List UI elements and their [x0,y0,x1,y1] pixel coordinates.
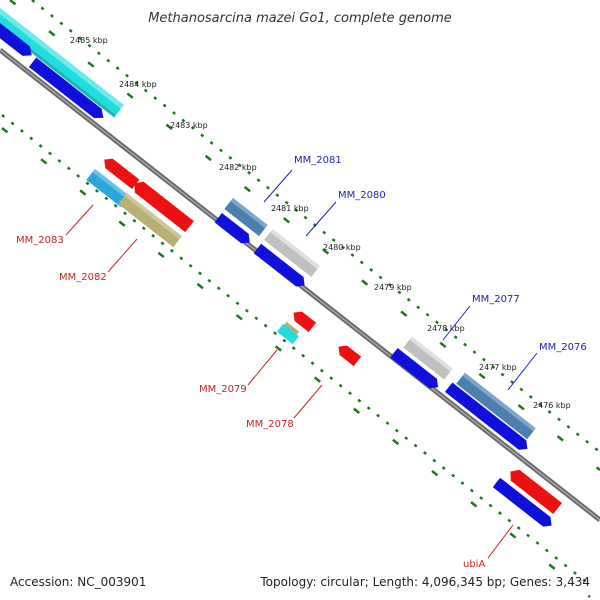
accession-text: Accession: NC_003901 [10,575,146,589]
label-mm-2080[interactable]: MM_2080 [338,190,386,201]
kbp-label: 2476 kbp [533,401,571,410]
kbp-label: 2481 kbp [271,204,309,213]
kbp-label: 2484 kbp [119,80,157,89]
gene-arrow-blue[interactable] [390,348,441,392]
gene-mm-2082[interactable] [118,192,182,248]
label-ubia[interactable]: ubiA [463,559,485,570]
kbp-label: 2483 kbp [170,121,208,130]
gene-arrow-blue[interactable] [444,382,531,453]
label-mm-2081[interactable]: MM_2081 [294,155,342,166]
gene-ubia[interactable] [506,466,562,515]
leader-mm-2078 [293,384,323,419]
gene-arrow-red[interactable] [101,155,140,190]
kbp-label: 2485 kbp [70,36,108,45]
label-mm-2077[interactable]: MM_2077 [472,294,520,305]
gene-mm-2078[interactable] [335,342,362,367]
gene-mm-2079[interactable] [277,323,299,345]
gene-mm-2080[interactable] [264,228,320,278]
gene-mm-2083[interactable] [86,168,130,208]
kbp-label: 2480 kbp [323,243,361,252]
gene-arrow-blue[interactable] [492,477,556,531]
label-mm-2079[interactable]: MM_2079 [199,384,247,395]
gene-arrow-blue[interactable] [214,212,254,247]
leader-ubia [487,524,514,559]
leader-mm-2079 [247,349,278,386]
gene-arrow-red[interactable] [130,178,194,233]
gene-mm-2076[interactable] [456,372,536,440]
gene-olive-small[interactable] [282,321,300,337]
tick-row-inner [1,114,591,586]
kbp-scale: 2485 kbp 2484 kbp 2483 kbp 2482 kbp 2481… [70,36,571,410]
gene-mm-2081[interactable] [224,197,268,237]
gene-mm-2077[interactable] [403,336,453,380]
map-title: Methanosarcina mazei Go1, complete genom… [148,11,452,26]
tick-row-outer [31,0,600,453]
label-mm-2076[interactable]: MM_2076 [539,342,587,353]
gene-labels: MM_2081 MM_2080 MM_2077 MM_2076 MM_2083 … [16,155,587,570]
tick-row-outer-major [9,0,600,471]
gene-arrow-blue[interactable] [253,243,309,290]
leader-mm-2082 [107,238,138,273]
tick-dots [1,0,600,586]
gene-arrow-red[interactable] [290,308,317,333]
label-mm-2078[interactable]: MM_2078 [246,419,294,430]
leader-mm-2077 [442,305,471,341]
gene-arrow-blue[interactable] [0,19,35,60]
leader-mm-2083 [65,204,94,236]
forward-strand-genes [0,6,536,453]
label-mm-2082[interactable]: MM_2082 [59,272,107,283]
leader-mm-2081 [263,169,293,203]
leader-lines [65,169,538,559]
leader-mm-2080 [305,201,337,237]
kbp-label: 2477 kbp [479,363,517,372]
gene-arrow-blue[interactable] [28,57,107,123]
summary-text: Topology: circular; Length: 4,096,345 bp… [259,575,590,589]
kbp-label: 2479 kbp [374,283,412,292]
kbp-label: 2482 kbp [219,163,257,172]
label-mm-2083[interactable]: MM_2083 [16,235,64,246]
kbp-label: 2478 kbp [427,324,465,333]
reverse-strand-genes [86,155,562,531]
leader-mm-2076 [507,352,538,391]
